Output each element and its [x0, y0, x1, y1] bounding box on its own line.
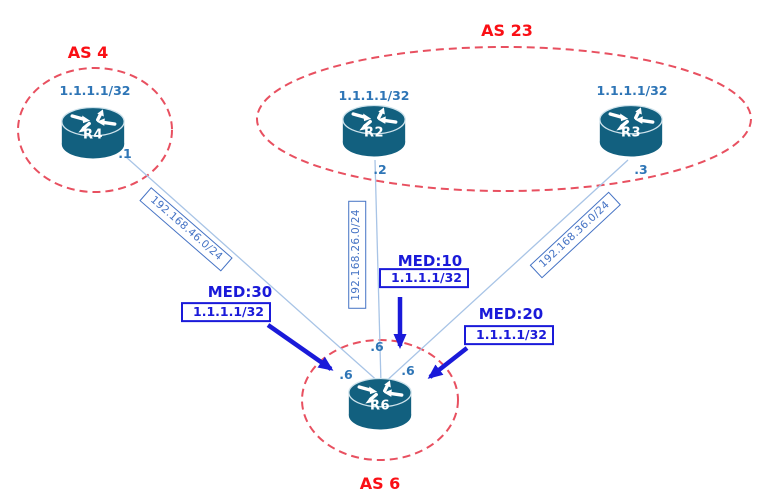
med10-title: MED:10 — [397, 251, 463, 270]
link-r2-r6-subnet-label: 192.168.26.0/24 — [348, 201, 366, 309]
med20-prefix-box: 1.1.1.1/32 — [464, 325, 554, 345]
router-r4-name: R4 — [82, 127, 104, 143]
router-r6: R6 — [346, 377, 414, 431]
med30-title: MED:30 — [207, 282, 273, 301]
as4-boundary-ellipse — [17, 67, 173, 193]
med20-advertisement-arrow — [427, 346, 469, 379]
router-r2-name: R2 — [363, 125, 385, 141]
med20-title: MED:20 — [478, 304, 544, 323]
link-r2-r6 — [374, 159, 382, 385]
as6-label: AS 6 — [359, 474, 401, 494]
router-r3-name: R3 — [620, 125, 642, 141]
router-r2: R2 — [340, 104, 408, 158]
router-r6-name: R6 — [369, 398, 391, 414]
r6-interface-label-left: .6 — [339, 367, 353, 383]
r4-interface-label: .1 — [118, 146, 132, 162]
as4-label: AS 4 — [67, 43, 109, 63]
r6-interface-label-right: .6 — [401, 363, 415, 379]
med30-prefix-box: 1.1.1.1/32 — [181, 302, 271, 322]
r3-interface-label: .3 — [634, 162, 648, 178]
r2-interface-label: .2 — [373, 162, 387, 178]
r6-interface-label-top: .6 — [370, 339, 384, 355]
r4-loopback-label: 1.1.1.1/32 — [59, 83, 131, 99]
link-r3-r6 — [382, 159, 629, 385]
as23-label: AS 23 — [481, 21, 533, 41]
as23-boundary-ellipse — [256, 46, 752, 192]
router-r3: R3 — [597, 104, 665, 158]
med10-prefix-box: 1.1.1.1/32 — [379, 268, 469, 288]
r2-loopback-label: 1.1.1.1/32 — [338, 88, 410, 104]
router-r4: R4 — [59, 106, 127, 160]
med30-advertisement-arrow — [266, 323, 334, 371]
link-r4-r6 — [125, 156, 382, 385]
r3-loopback-label: 1.1.1.1/32 — [596, 83, 668, 99]
